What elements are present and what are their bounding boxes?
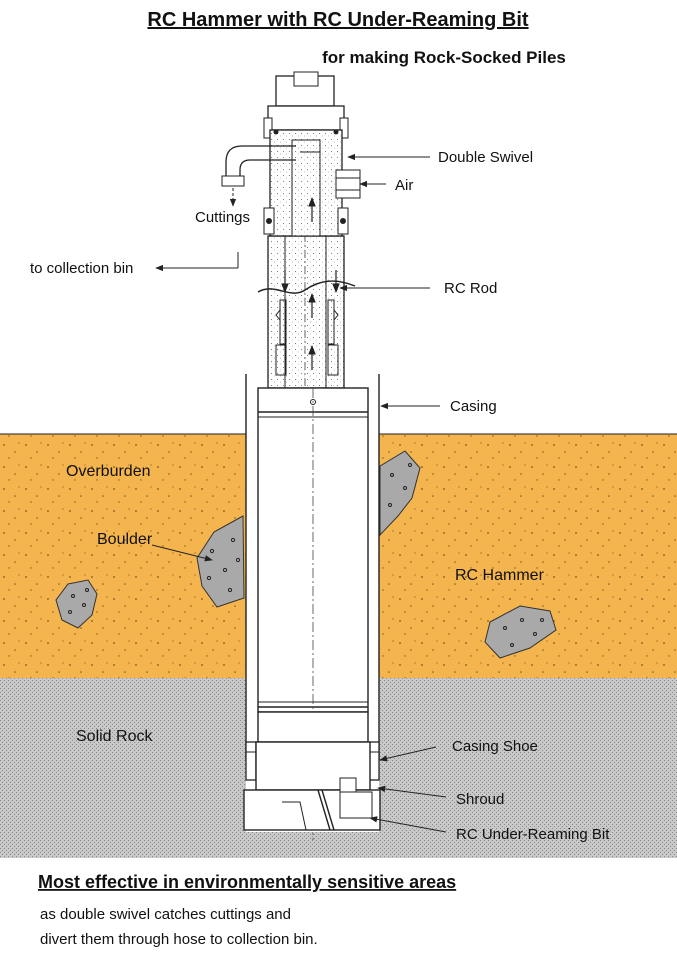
- label-collection-bin: to collection bin: [30, 260, 133, 277]
- boulder-left-small: [55, 579, 98, 629]
- label-rc-under-reaming-bit: RC Under-Reaming Bit: [456, 826, 610, 843]
- boulder-right-bottom: [484, 605, 557, 659]
- rc-rod: [257, 90, 356, 389]
- diagram-subtitle: for making Rock-Socked Piles: [322, 48, 566, 67]
- label-shroud: Shroud: [456, 791, 504, 808]
- label-boulder: Boulder: [97, 531, 153, 548]
- solid-rock-layer: [0, 678, 677, 858]
- boulder-left-large: [196, 515, 245, 608]
- label-casing-shoe: Casing Shoe: [452, 738, 538, 755]
- footer-line-1: as double swivel catches cuttings and: [40, 906, 291, 923]
- label-double-swivel: Double Swivel: [438, 149, 533, 166]
- label-casing: Casing: [450, 398, 497, 415]
- cuttings-hose: [221, 145, 296, 207]
- double-swivel: [263, 71, 361, 237]
- label-air: Air: [395, 177, 413, 194]
- label-rc-hammer: RC Hammer: [455, 567, 545, 584]
- casing: [245, 374, 380, 760]
- boulder-right-top: [379, 450, 421, 537]
- label-cuttings: Cuttings: [195, 209, 250, 226]
- label-rc-rod: RC Rod: [444, 280, 497, 297]
- rc-hammer: [257, 387, 369, 840]
- diagram-title: RC Hammer with RC Under-Reaming Bit: [147, 9, 528, 31]
- footer-heading: Most effective in environmentally sensit…: [38, 872, 456, 892]
- label-overburden: Overburden: [66, 463, 151, 480]
- label-solid-rock: Solid Rock: [76, 728, 153, 745]
- footer-line-2: divert them through hose to collection b…: [40, 931, 318, 948]
- leader-lines: [151, 153, 447, 833]
- rc-under-reaming-bit: [243, 741, 381, 831]
